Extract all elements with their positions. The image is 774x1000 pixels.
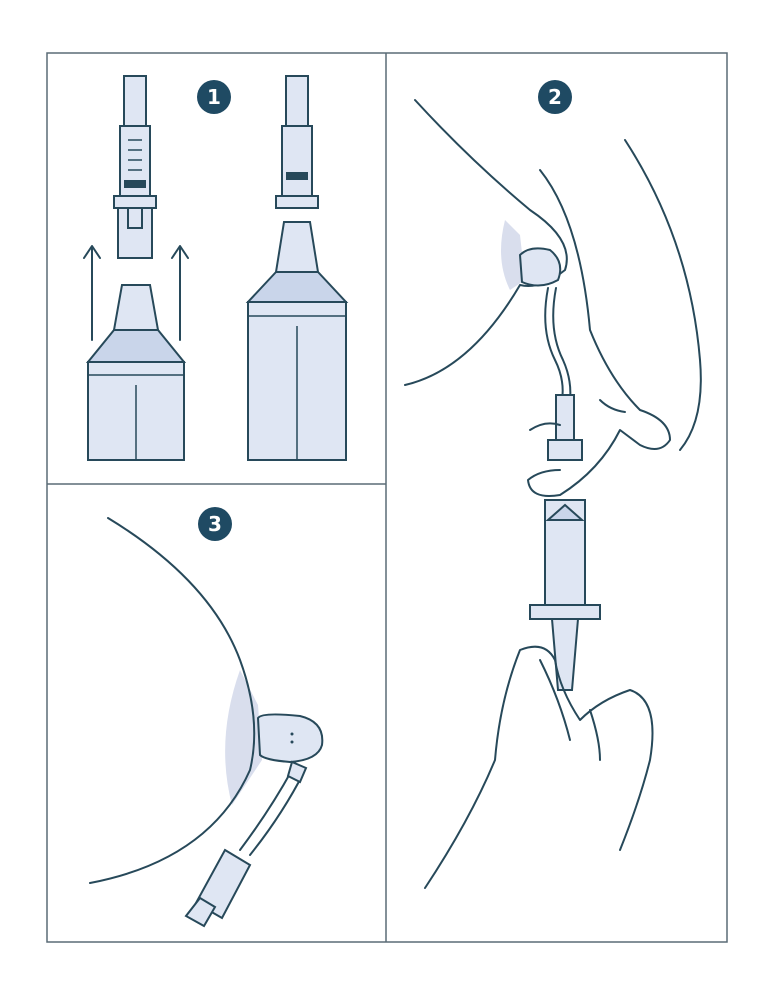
step-number: 1 <box>207 85 221 109</box>
up-arrow-icon <box>83 245 189 341</box>
tube-and-valve <box>184 760 308 928</box>
step-1-badge: 1 <box>197 80 231 114</box>
step-number: 3 <box>208 512 222 536</box>
connector-detached <box>113 75 157 259</box>
breast-illustration <box>404 99 568 386</box>
outer-frame <box>46 52 728 943</box>
step-2-badge: 2 <box>538 80 572 114</box>
panel-step-1: 1 <box>83 75 349 461</box>
breast-illustration <box>89 517 324 884</box>
panel-step-3: 3 <box>89 507 324 928</box>
hands-illustration <box>424 139 702 889</box>
tube-and-syringe <box>529 287 601 691</box>
step-number: 2 <box>548 85 562 109</box>
syringe-tip-left <box>85 284 187 461</box>
panel-step-2: 2 <box>404 80 702 889</box>
syringe-connected <box>245 75 349 461</box>
step-3-badge: 3 <box>198 507 232 541</box>
